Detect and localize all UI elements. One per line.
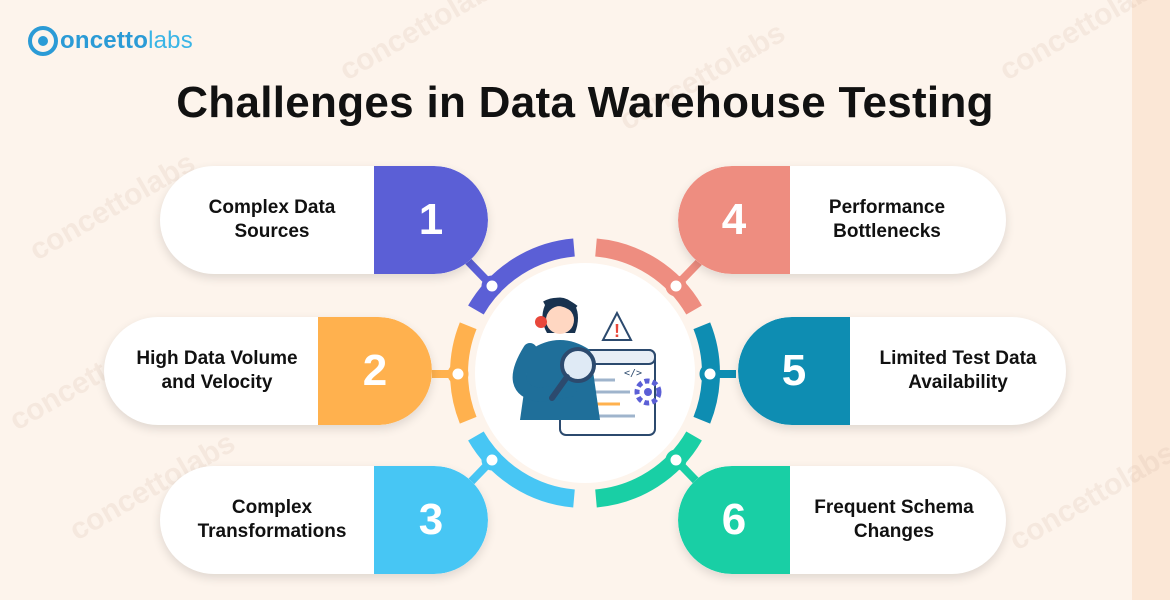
background-right-band xyxy=(1132,0,1170,600)
logo-text: oncettolabs xyxy=(60,27,193,54)
connector-dot-4 xyxy=(665,275,687,297)
challenge-number-4: 4 xyxy=(678,166,790,274)
connector-dot-6 xyxy=(665,449,687,471)
tester-figure-icon xyxy=(512,297,600,420)
connector-dot-1 xyxy=(481,275,503,297)
brand-logo: oncettolabs xyxy=(28,24,193,58)
arc-segment-4 xyxy=(594,238,702,315)
challenge-number-5: 5 xyxy=(738,317,850,425)
page-title: Challenges in Data Warehouse Testing xyxy=(176,78,994,127)
logo-c-icon xyxy=(28,26,58,56)
connector-dot-2 xyxy=(447,363,469,385)
warning-icon: ! xyxy=(601,310,633,341)
arc-segment-3 xyxy=(468,431,576,508)
arc-segment-1 xyxy=(468,238,576,315)
challenge-number-3: 3 xyxy=(374,466,488,574)
svg-text:!: ! xyxy=(614,321,620,341)
svg-text:</>: </> xyxy=(624,368,642,379)
connector-dot-5 xyxy=(699,363,721,385)
connector-dot-3 xyxy=(481,449,503,471)
gear-icon xyxy=(634,378,662,406)
challenge-number-1: 1 xyxy=(374,166,488,274)
challenge-number-2: 2 xyxy=(318,317,432,425)
challenge-number-6: 6 xyxy=(678,466,790,574)
arc-segment-6 xyxy=(594,431,702,508)
